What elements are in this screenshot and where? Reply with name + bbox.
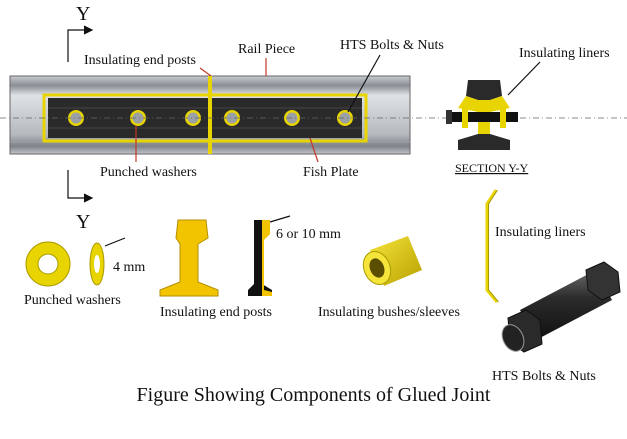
end-post [208,76,212,154]
label-insulating-bushes: Insulating bushes/sleeves [318,305,460,320]
end-post-profile [159,219,219,297]
bolt-head [185,110,201,126]
label-punched-washers-top: Punched washers [100,165,197,180]
label-fish-plate: Fish Plate [303,165,359,180]
insulating-bush [362,236,422,286]
end-post-side [248,220,272,296]
bolt-head [68,110,84,126]
punched-washer-flat [25,241,71,287]
figure-caption: Figure Showing Components of Glued Joint [136,384,491,406]
label-hts-bolts-bottom: HTS Bolts & Nuts [492,369,596,384]
label-end-post-thickness: 6 or 10 mm [276,227,341,242]
insulating-liner [485,189,499,303]
hts-bolt-and-nut [501,261,621,353]
section-mark-top: Y [76,3,90,25]
label-insulating-liners-bottom: Insulating liners [495,225,586,240]
punched-washer-side [89,242,105,286]
rail-assembly [0,75,627,155]
label-insulating-end-posts-top: Insulating end posts [84,53,196,68]
label-punched-washers-bottom: Punched washers [24,293,121,308]
section-cut-marker [67,25,94,203]
section-title: SECTION Y-Y [455,161,529,175]
bolt-head [337,110,353,126]
label-washer-thickness: 4 mm [113,260,145,275]
section-y-y-view [446,80,518,150]
label-hts-bolts-top: HTS Bolts & Nuts [340,38,444,53]
label-rail-piece: Rail Piece [238,42,295,57]
bolt-head [224,110,240,126]
bolt-head [130,110,146,126]
label-insulating-liners-top: Insulating liners [519,46,610,61]
label-insulating-end-posts-bottom: Insulating end posts [160,305,272,320]
section-mark-bottom: Y [76,211,90,233]
